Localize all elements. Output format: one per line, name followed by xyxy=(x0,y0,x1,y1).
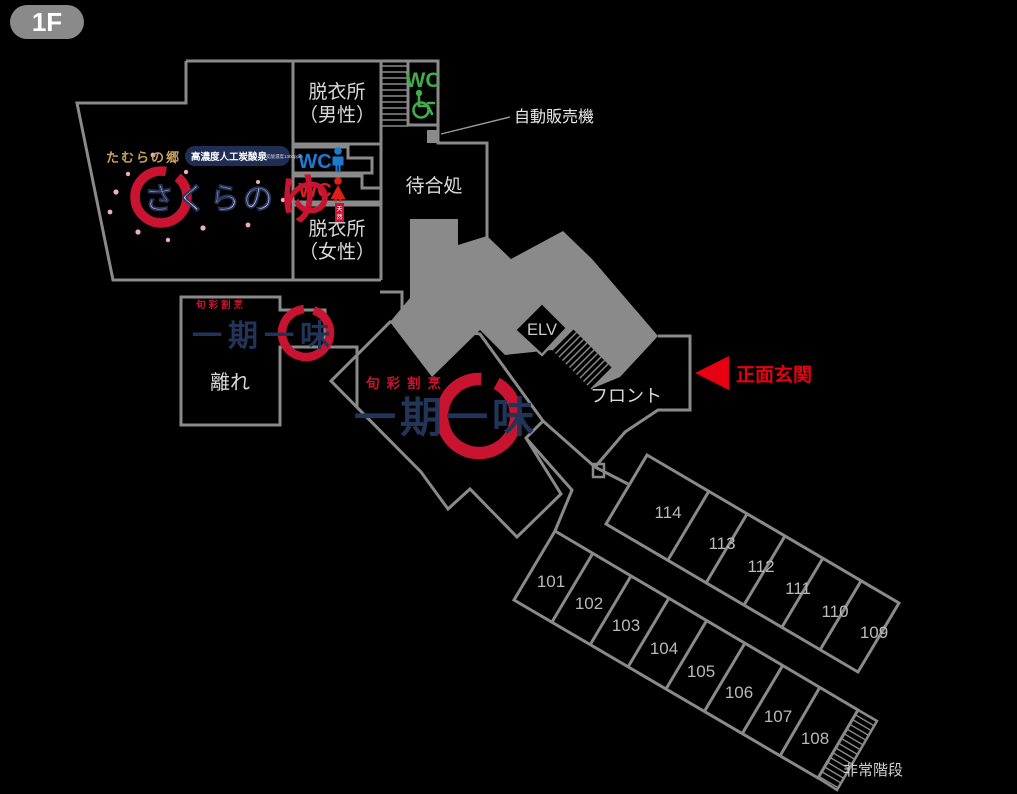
waiting-area-label: 待合処 xyxy=(405,175,462,197)
wc-female-label: WC xyxy=(298,180,331,202)
front-entrance-walls xyxy=(524,334,692,532)
brand-small-label: たむらの郷 xyxy=(106,150,181,165)
room-105: 105 xyxy=(687,662,715,681)
room-114: 114 xyxy=(654,503,681,522)
room-104: 104 xyxy=(650,639,678,658)
elevator-label: ELV xyxy=(527,321,557,339)
enso-brush-circle xyxy=(277,304,335,362)
room-102: 102 xyxy=(575,594,603,613)
room-101: 101 xyxy=(537,572,565,591)
room-110: 110 xyxy=(821,602,848,621)
main-entrance-label: 正面玄関 xyxy=(736,363,812,386)
room-113: 113 xyxy=(708,534,735,553)
dressing-room-female-label-1: 脱衣所 xyxy=(308,218,365,240)
logo-main-label: さくらの xyxy=(144,183,276,216)
floor-badge: 1F xyxy=(10,5,84,39)
vending-machine-label: 自動販売機 xyxy=(514,108,594,126)
restaurant-tagline: 旬彩割烹 xyxy=(365,375,448,391)
guest-room-numbers: 101 102 103 104 105 106 107 108 109 110 … xyxy=(537,503,888,748)
restaurant-name: 一期一味 xyxy=(354,394,538,441)
wc-accessible-label: WC xyxy=(406,69,441,92)
emergency-staircase xyxy=(816,708,879,792)
room-112: 112 xyxy=(747,557,774,576)
room-106: 106 xyxy=(725,683,753,702)
seal-bottom: 然 xyxy=(336,213,342,221)
elevator-room xyxy=(513,301,569,357)
lobby-floor xyxy=(390,130,658,389)
ribbon-sub-label: 炭酸濃度1300ppm xyxy=(266,153,303,160)
restaurant-walls xyxy=(328,320,563,540)
room-103: 103 xyxy=(612,616,640,635)
emergency-stairs-label: 非常階段 xyxy=(843,762,903,779)
restaurant-name: 一期一味 xyxy=(192,320,336,353)
wc-female-room xyxy=(293,174,383,204)
restaurant-logo-small: 旬彩割烹 一期一味 xyxy=(192,299,336,362)
room-111: 111 xyxy=(785,579,811,598)
logo-yu-label: ゆ xyxy=(278,170,332,230)
dressing-room-male-label-1: 脱衣所 xyxy=(308,81,365,103)
sakuranoyu-logo: たむらの郷 高濃度人工炭酸泉 炭酸濃度1300ppm さくらの ゆ 天 然 xyxy=(106,146,344,243)
seal-top: 天 xyxy=(336,206,342,213)
room-109: 109 xyxy=(860,623,888,642)
wc-male-room xyxy=(293,145,374,175)
entrance-arrow-icon xyxy=(695,356,729,390)
annex-label: 離れ xyxy=(210,371,250,394)
annex-walls xyxy=(179,295,359,427)
logo-seal: 天 然 xyxy=(335,203,344,222)
wc-male-label: WC xyxy=(298,151,331,173)
restaurant-logo-large: 旬彩割烹 一期一味 xyxy=(354,372,538,460)
dressing-room-male-label-2: （男性） xyxy=(299,104,375,126)
front-desk-label: フロント xyxy=(590,386,662,406)
vending-pointer-line xyxy=(440,116,511,135)
enso-brush-circle xyxy=(435,372,523,460)
female-icon xyxy=(330,177,346,202)
floor-badge-label: 1F xyxy=(32,7,62,37)
ribbon: 高濃度人工炭酸泉 炭酸濃度1300ppm xyxy=(185,146,303,166)
vending-machine-square xyxy=(427,130,438,143)
ribbon-label: 高濃度人工炭酸泉 xyxy=(191,151,268,163)
wheelchair-icon xyxy=(412,89,436,119)
dressing-room-female-label-2: （女性） xyxy=(299,241,375,263)
room-108: 108 xyxy=(801,729,829,748)
room-107: 107 xyxy=(764,707,792,726)
bathhouse-staircase xyxy=(381,65,408,127)
restaurant-tagline: 旬彩割烹 xyxy=(195,299,246,311)
male-icon xyxy=(332,147,344,173)
lobby-staircase xyxy=(551,328,613,390)
